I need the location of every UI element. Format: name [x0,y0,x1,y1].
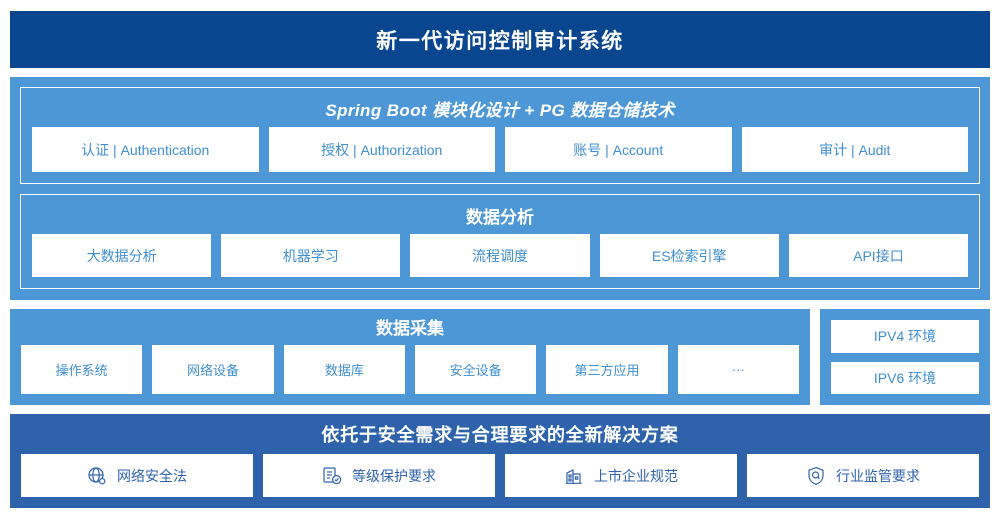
platform-item-account[interactable]: 账号 | Account [505,127,732,172]
analysis-title: 数据分析 [466,208,534,227]
collection-item-more[interactable]: ··· [677,345,799,394]
analysis-item-es-search-engine[interactable]: ES检索引擎 [599,234,779,277]
collection-title: 数据采集 [376,319,444,338]
platform-box: Spring Boot 模块化设计 + PG 数据仓储技术 认证 | Authe… [20,87,980,184]
page-title: 新一代访问控制审计系统 [376,29,624,53]
collection-section: 数据采集 操作系统 网络设备 数据库 安全设备 第三方应用 ··· [10,309,990,405]
platform-item-authentication[interactable]: 认证 | Authentication [32,127,259,172]
platform-item-label: 审计 | Audit [819,141,891,158]
environment-item-label: IPV6 环境 [873,369,937,386]
analysis-item-label: 流程调度 [472,247,528,264]
collection-item-label: 数据库 [324,363,364,378]
compliance-item-industry-regulation[interactable]: 行业监管要求 [747,454,979,497]
bank-building-icon [564,466,584,486]
environment-item-ipv6[interactable]: IPV6 环境 [831,361,979,394]
collection-item-database[interactable]: 数据库 [283,345,405,394]
analysis-box: 数据分析 大数据分析 机器学习 流程调度 ES检索引擎 API接口 [20,194,980,289]
collection-item-label: 第三方应用 [574,363,640,378]
collection-panel: 数据采集 操作系统 网络设备 数据库 安全设备 第三方应用 ··· [10,309,810,405]
compliance-chip-row: 网络安全法 等级保护要求 [21,454,979,497]
platform-title: Spring Boot 模块化设计 + PG 数据仓储技术 [325,101,675,120]
compliance-item-listed-company-standard[interactable]: 上市企业规范 [505,454,737,497]
analysis-item-label: ES检索引擎 [651,247,727,264]
analysis-item-process-scheduling[interactable]: 流程调度 [410,234,590,277]
platform-item-label: 授权 | Authorization [321,141,443,158]
platform-item-label: 账号 | Account [573,141,664,158]
platform-chip-row: 认证 | Authentication 授权 | Authorization 账… [32,127,968,172]
compliance-item-label: 上市企业规范 [594,467,678,484]
document-check-icon [322,466,342,486]
compliance-item-classified-protection[interactable]: 等级保护要求 [263,454,495,497]
compliance-item-label: 等级保护要求 [352,467,436,484]
platform-item-label: 认证 | Authentication [81,141,210,158]
globe-network-icon [87,466,107,486]
analysis-item-bigdata[interactable]: 大数据分析 [32,234,212,277]
shield-search-icon [806,466,826,486]
compliance-item-label: 行业监管要求 [836,467,920,484]
analysis-chip-row: 大数据分析 机器学习 流程调度 ES检索引擎 API接口 [32,234,969,277]
collection-chip-row: 操作系统 网络设备 数据库 安全设备 第三方应用 ··· [21,345,799,394]
platform-section: Spring Boot 模块化设计 + PG 数据仓储技术 认证 | Authe… [10,77,990,300]
platform-item-audit[interactable]: 审计 | Audit [741,127,968,172]
collection-item-operating-system[interactable]: 操作系统 [21,345,143,394]
analysis-item-label: 机器学习 [282,247,339,264]
analysis-item-machine-learning[interactable]: 机器学习 [221,234,401,277]
collection-item-label: 安全设备 [449,363,502,378]
compliance-section: 依托于安全需求与合理要求的全新解决方案 网络安全法 [10,414,990,508]
compliance-title: 依托于安全需求与合理要求的全新解决方案 [321,425,679,445]
compliance-item-label: 网络安全法 [117,467,187,484]
collection-item-label: ··· [731,362,745,377]
environment-panel: IPV4 环境 IPV6 环境 [820,309,990,405]
collection-item-network-device[interactable]: 网络设备 [152,345,274,394]
analysis-item-api[interactable]: API接口 [788,234,969,277]
analysis-item-label: 大数据分析 [86,247,157,264]
platform-item-authorization[interactable]: 授权 | Authorization [268,127,495,172]
collection-item-label: 网络设备 [186,363,239,378]
collection-item-security-device[interactable]: 安全设备 [414,345,537,394]
collection-item-label: 操作系统 [55,363,108,378]
environment-item-label: IPV4 环境 [873,328,937,345]
collection-item-third-party-app[interactable]: 第三方应用 [546,345,668,394]
compliance-item-cybersecurity-law[interactable]: 网络安全法 [21,454,253,497]
environment-item-ipv4[interactable]: IPV4 环境 [831,320,979,353]
analysis-item-label: API接口 [853,247,904,264]
header-banner: 新一代访问控制审计系统 [10,11,990,68]
